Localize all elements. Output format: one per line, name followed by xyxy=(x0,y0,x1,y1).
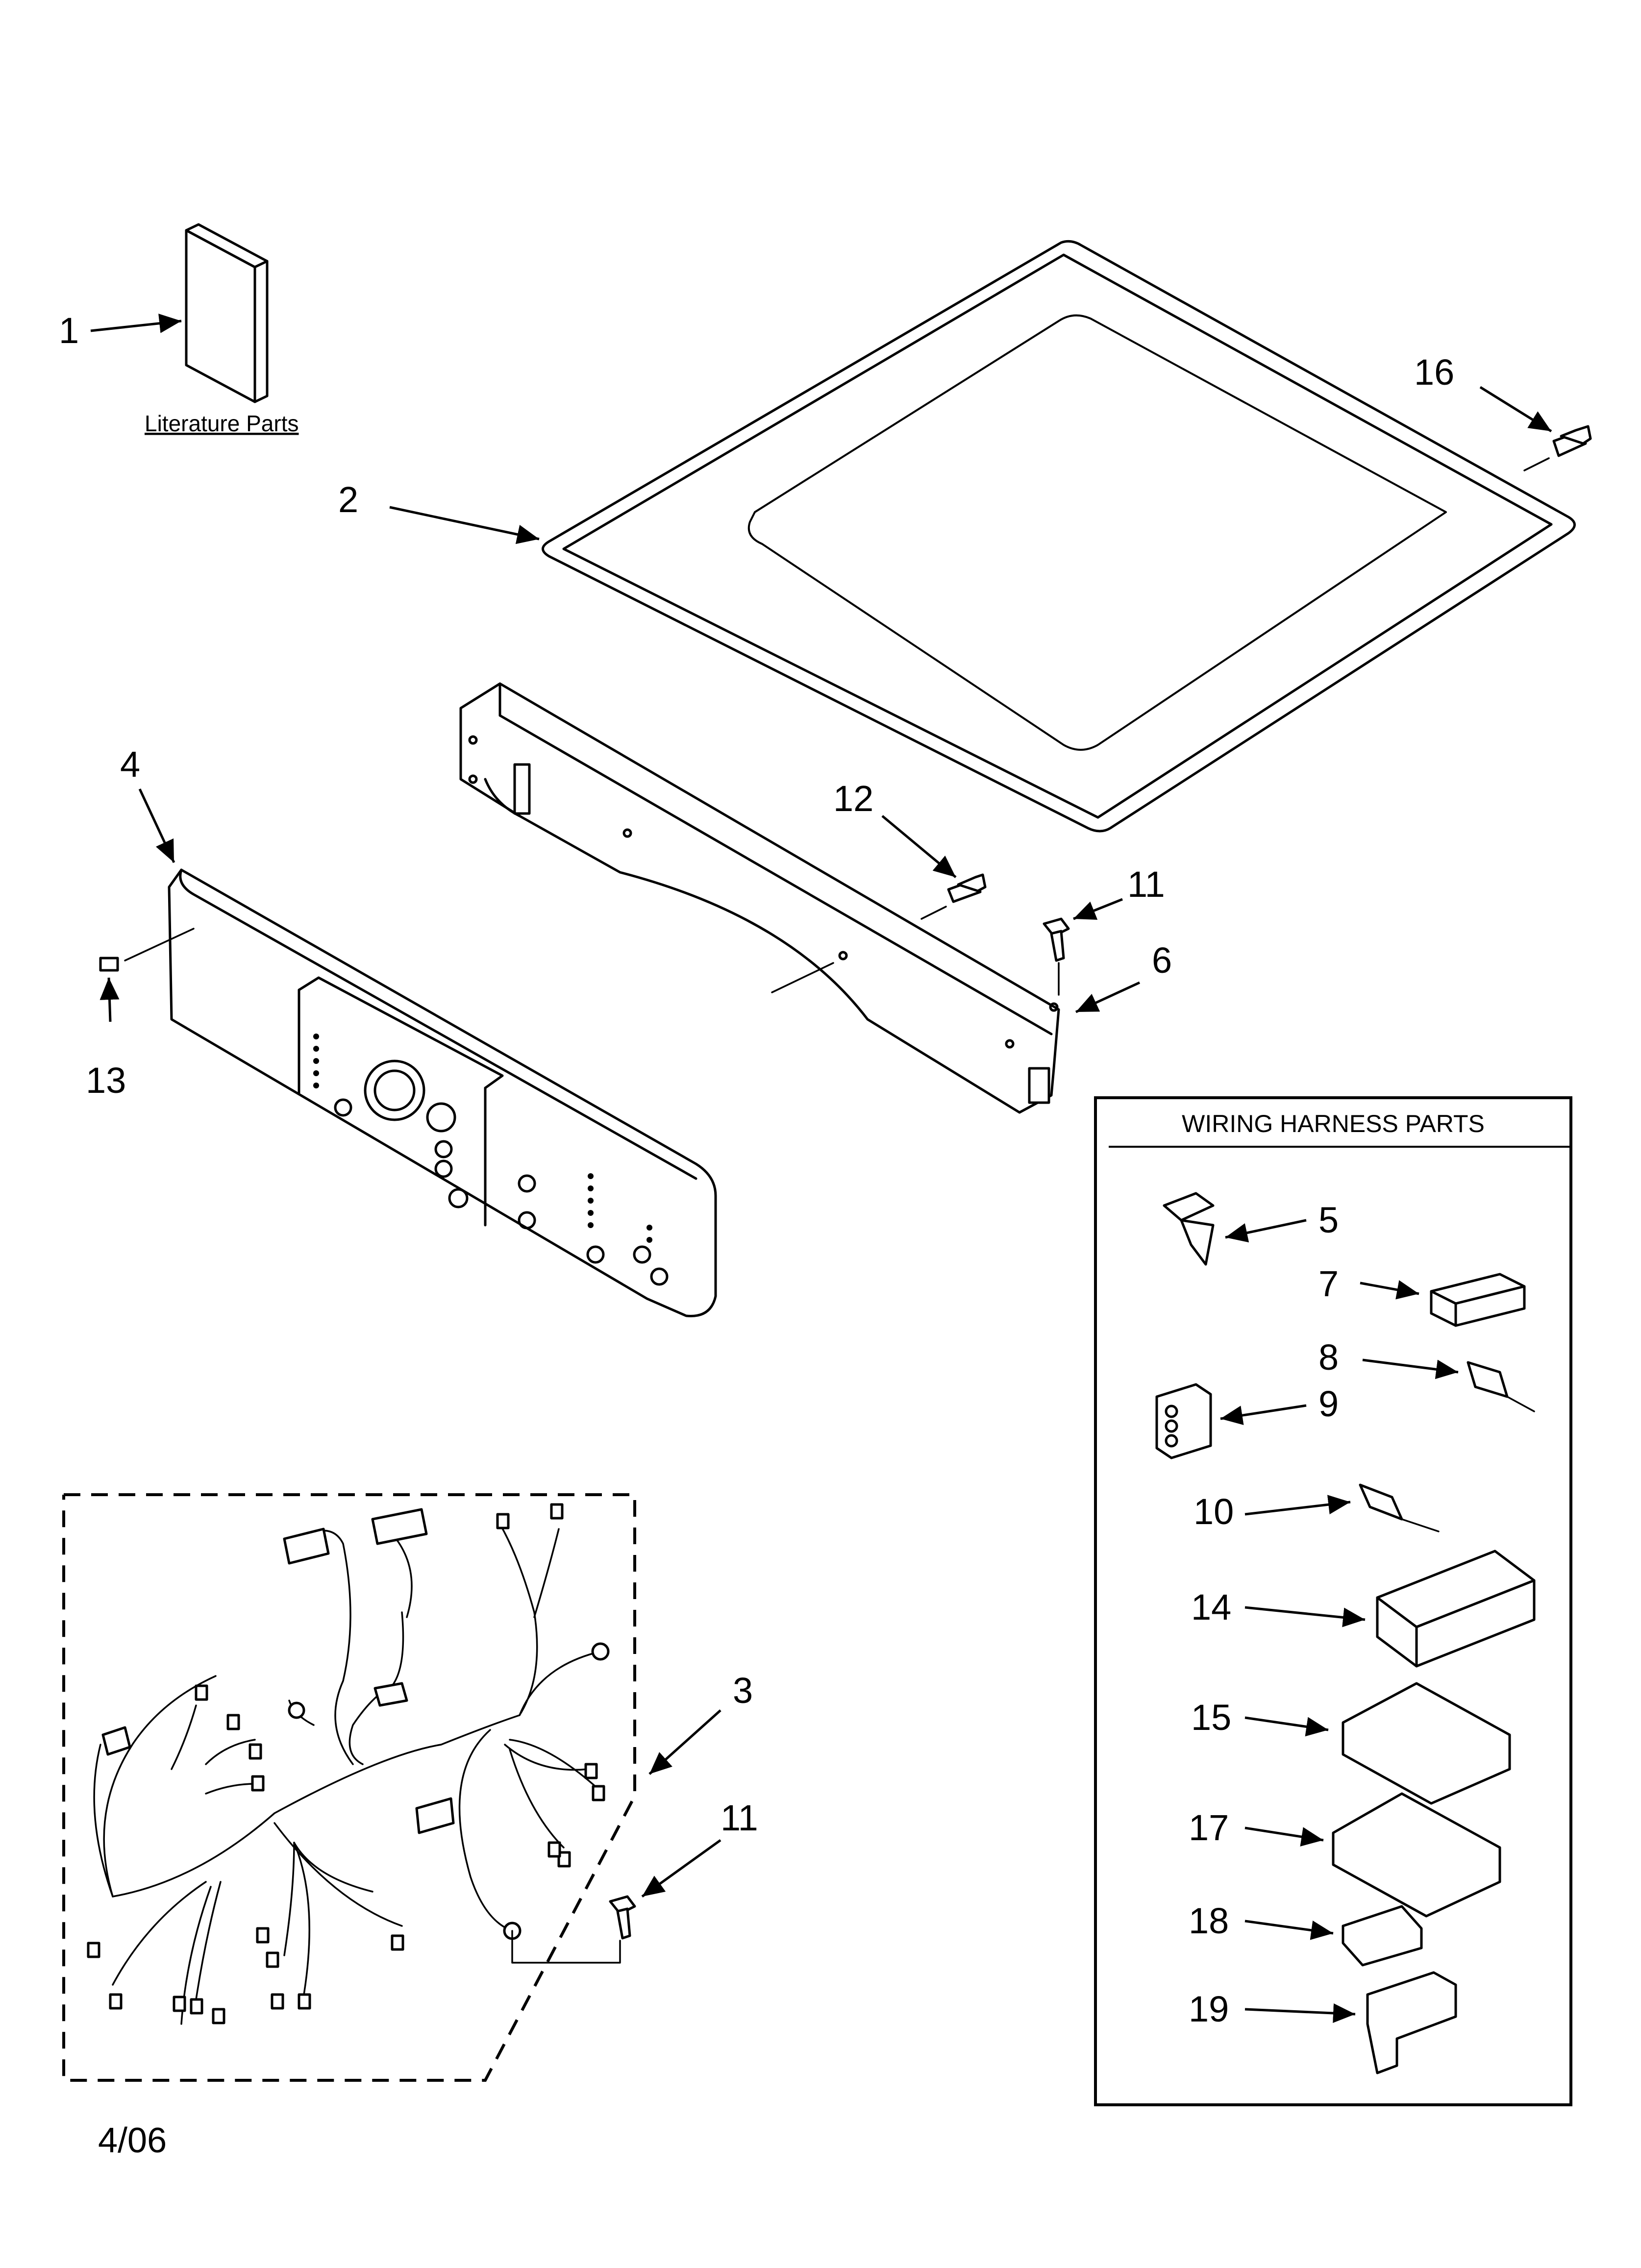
callout-11-lower-leader xyxy=(641,1839,721,1898)
connector-19-icon xyxy=(1366,1971,1457,2074)
callout-13: 13 xyxy=(86,1060,126,1101)
callout-16: 16 xyxy=(1414,352,1454,393)
callout-5: 5 xyxy=(1318,1200,1339,1240)
callout-3: 3 xyxy=(733,1670,753,1711)
callout-4: 4 xyxy=(120,744,140,785)
wiring-harness-parts-title: WIRING HARNESS PARTS xyxy=(1182,1110,1485,1137)
callout-9: 9 xyxy=(1318,1383,1339,1424)
literature-parts-booklet xyxy=(185,223,269,403)
callout-11-lower: 11 xyxy=(721,1798,758,1838)
callout-13-leader xyxy=(99,977,120,1022)
literature-parts-label: Literature Parts xyxy=(145,411,298,436)
callout-6-leader xyxy=(1075,981,1141,1013)
callout-7: 7 xyxy=(1318,1263,1339,1304)
top-panel xyxy=(542,240,1576,833)
callout-8: 8 xyxy=(1318,1337,1339,1378)
callout-10: 10 xyxy=(1193,1491,1234,1532)
connector-15-icon xyxy=(1342,1682,1511,1805)
callout-1: 1 xyxy=(59,310,79,351)
connector-18-icon xyxy=(1342,1905,1423,1967)
screw-16-icon xyxy=(1552,425,1592,457)
connector-14-icon xyxy=(1376,1550,1536,1668)
wiring-harness-boundary xyxy=(62,1493,636,2082)
screw-11-lower-icon xyxy=(609,1895,636,1940)
callout-12-leader xyxy=(881,815,957,878)
callout-18: 18 xyxy=(1189,1900,1229,1941)
callout-12: 12 xyxy=(833,778,873,819)
wiring-harness xyxy=(87,1503,610,2025)
callout-19: 19 xyxy=(1189,1989,1229,2029)
connector-17-icon xyxy=(1332,1792,1501,1918)
callout-11-upper: 11 xyxy=(1127,864,1165,905)
callout-17: 17 xyxy=(1189,1807,1229,1848)
screw-12-icon xyxy=(947,873,987,903)
screw-11-upper-icon xyxy=(1043,917,1070,962)
callout-2-leader xyxy=(389,506,540,544)
date-code: 4/06 xyxy=(98,2121,167,2160)
callout-6: 6 xyxy=(1152,940,1172,981)
callout-11-upper-leader xyxy=(1073,898,1123,920)
callout-4-leader xyxy=(138,788,175,863)
control-panel-bracket xyxy=(459,682,1060,1114)
clip-5-icon xyxy=(1163,1192,1215,1266)
terminal-10-icon xyxy=(1359,1483,1440,1532)
wiring-harness-parts-box xyxy=(1094,1096,1572,2106)
connector-9-icon xyxy=(1155,1383,1212,1459)
callout-14: 14 xyxy=(1191,1587,1231,1627)
callout-15: 15 xyxy=(1191,1697,1231,1738)
callout-3-leader xyxy=(648,1709,721,1775)
control-console xyxy=(168,868,717,1317)
label-13-icon xyxy=(99,957,119,972)
terminal-8-icon xyxy=(1467,1361,1535,1412)
callout-1-leader xyxy=(90,313,182,333)
callout-2: 2 xyxy=(338,479,358,520)
callout-16-leader xyxy=(1479,386,1552,433)
connector-7-icon xyxy=(1430,1273,1526,1327)
